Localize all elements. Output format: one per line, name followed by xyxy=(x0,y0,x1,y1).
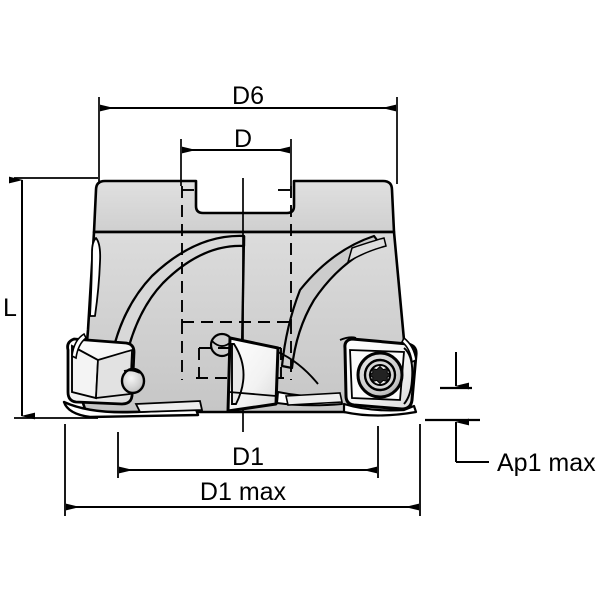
insert-center-facet xyxy=(231,343,245,405)
d1-label: D1 xyxy=(232,443,264,471)
cutter-body-group xyxy=(80,178,414,432)
insert-right xyxy=(339,336,418,417)
insert-right-flank xyxy=(339,336,357,341)
ap1max-label: Ap1 max xyxy=(497,449,596,477)
insert-left-screw-edge xyxy=(123,369,141,374)
dimension-l: L xyxy=(3,176,98,420)
dimension-d: D xyxy=(180,125,292,186)
flute-relief-left xyxy=(89,237,102,317)
cutter-hub-top xyxy=(92,179,396,234)
corner-relief-right xyxy=(400,336,417,364)
insert-center-shoulder xyxy=(277,351,319,385)
torx-star-icon xyxy=(368,365,392,385)
insert-left-screw xyxy=(120,367,146,395)
flute-gash-right xyxy=(346,237,387,264)
dimension-d1: D1 xyxy=(117,426,379,478)
corner-relief-left xyxy=(71,332,88,360)
wiper-edge-left xyxy=(134,400,204,413)
insert-center-edge-line xyxy=(228,391,277,397)
wiper-edge-right xyxy=(285,392,343,406)
d-label: D xyxy=(234,125,252,153)
insert-right-undercut xyxy=(342,402,418,417)
flute-sweep-right xyxy=(280,234,382,370)
dimension-d1-max: D1 max xyxy=(64,424,421,516)
dimension-d6: D6 xyxy=(98,82,398,184)
l-label: L xyxy=(3,294,17,322)
insert-right-chamfer xyxy=(403,347,414,405)
dimension-ap1-max: Ap1 max xyxy=(425,352,596,477)
d1max-label: D1 max xyxy=(200,478,287,506)
d6-label: D6 xyxy=(232,82,264,110)
insert-left xyxy=(62,337,200,419)
